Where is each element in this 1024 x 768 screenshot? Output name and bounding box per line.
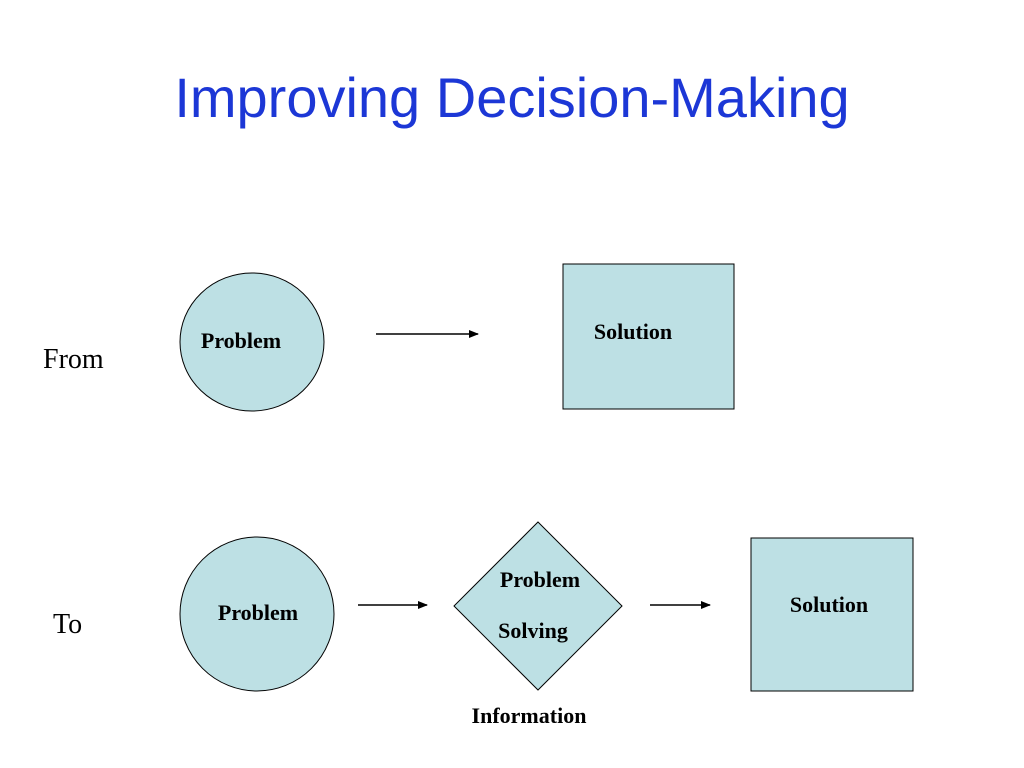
process-text-line1: Problem [500, 567, 580, 592]
to-solution-text: Solution [790, 592, 868, 617]
from-solution-box [562, 263, 735, 410]
from-problem-circle [179, 272, 325, 412]
process-text-line2: Solving [498, 618, 568, 643]
from-label: From [43, 344, 104, 375]
to-problem-circle [179, 536, 335, 692]
problem-solving-diamond [453, 521, 623, 691]
slide-title: Improving Decision-Making [174, 66, 850, 129]
information-label: Information [472, 703, 587, 728]
from-solution-text: Solution [594, 319, 672, 344]
to-problem-text: Problem [218, 600, 298, 625]
to-label: To [53, 609, 83, 640]
from-problem-text: Problem [201, 328, 281, 353]
to-solution-box [750, 537, 914, 692]
